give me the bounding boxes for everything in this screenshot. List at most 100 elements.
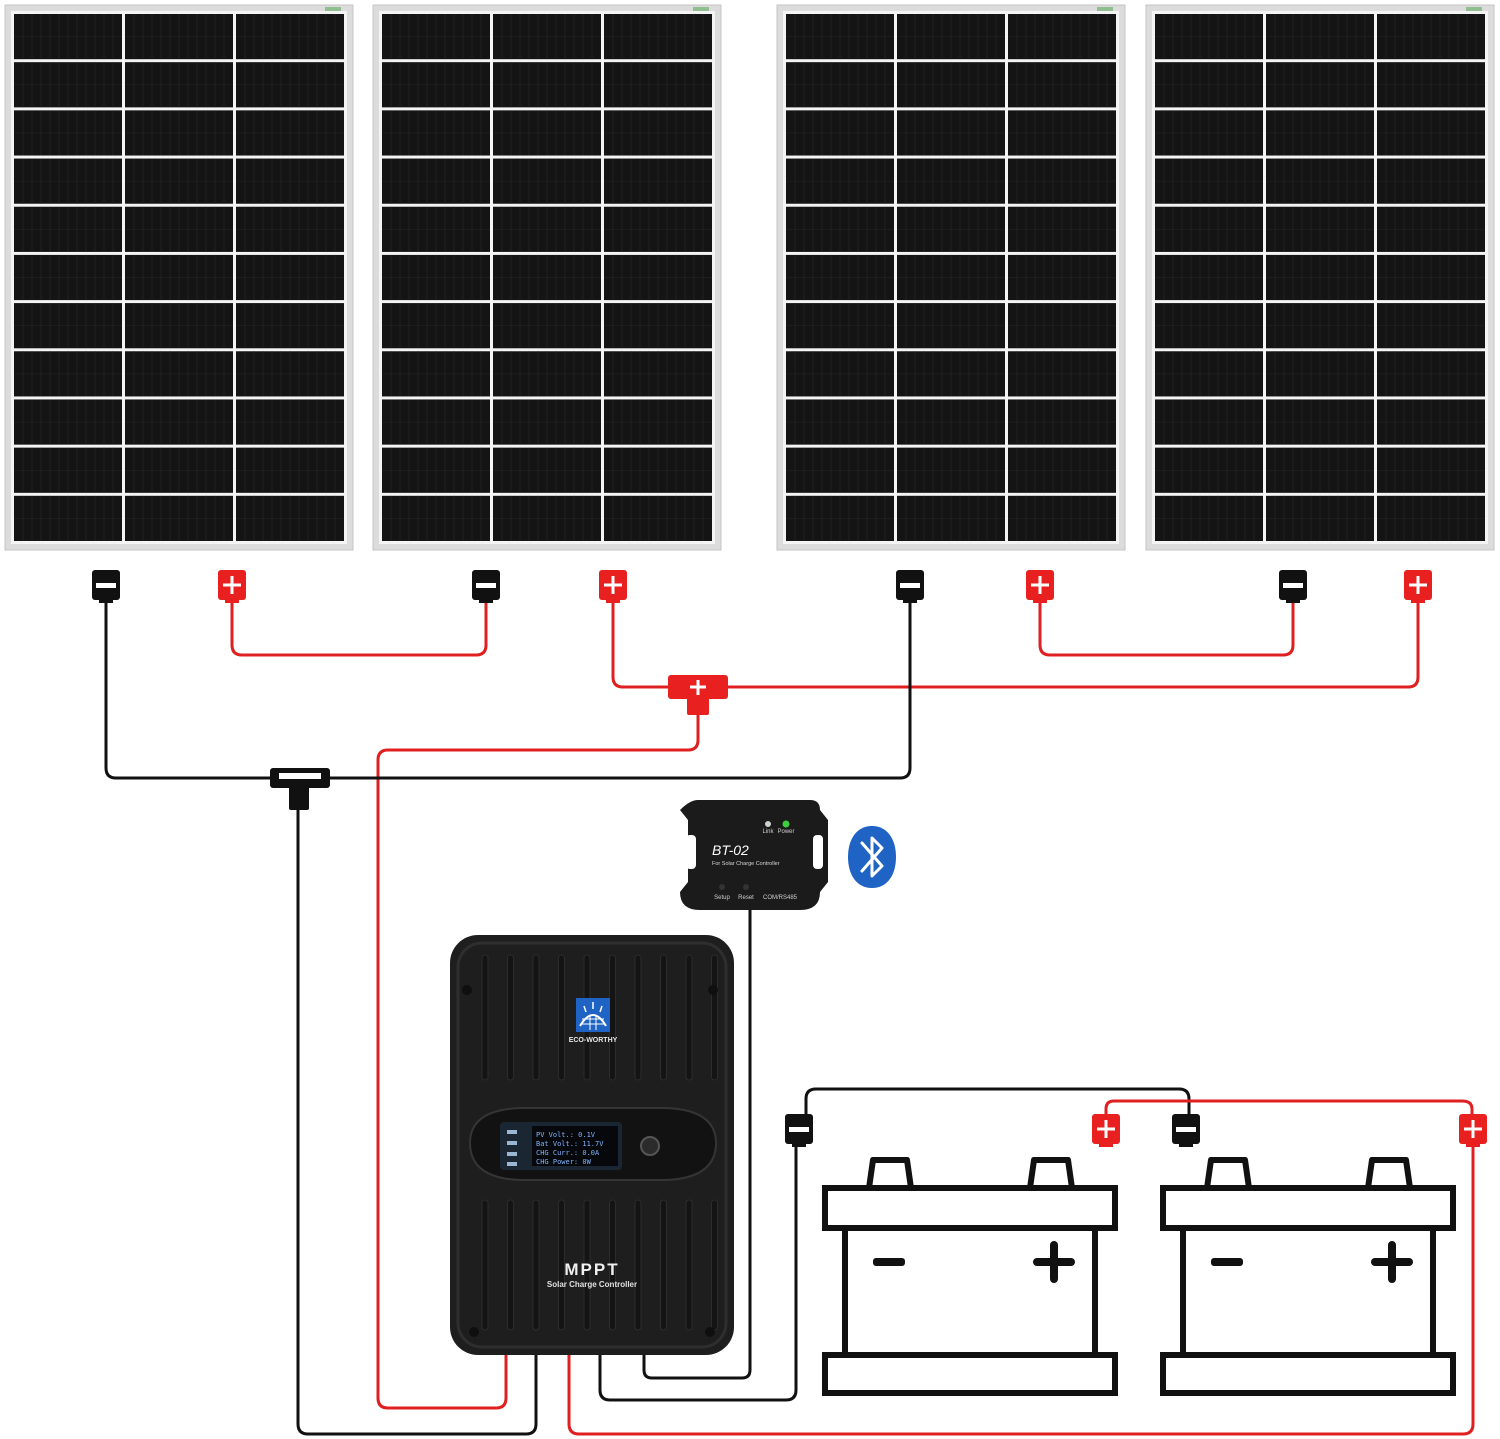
solar-cell — [786, 495, 894, 541]
solar-cell — [897, 351, 1005, 397]
negative-mc4-connector — [785, 1114, 813, 1147]
solar-panel-array — [4, 4, 1495, 551]
solar-cell — [897, 62, 1005, 108]
solar-cell — [125, 14, 233, 60]
eco-worthy-logo: ECO-WORTHY — [569, 998, 618, 1044]
solar-cell — [493, 254, 601, 301]
solar-cell — [1266, 303, 1374, 349]
solar-cell — [1377, 399, 1485, 445]
solar-cell — [1008, 351, 1116, 397]
solar-cell — [1008, 62, 1116, 108]
solar-cell — [1266, 110, 1374, 156]
solar-cell — [604, 206, 712, 252]
power-indicator-label: Power — [777, 829, 794, 835]
solar-cell — [382, 303, 490, 349]
solar-cell — [897, 495, 1005, 541]
solar-cell — [493, 110, 601, 156]
solar-cell — [1377, 206, 1485, 252]
solar-cell — [236, 206, 344, 252]
positive-mc4-connector — [218, 570, 246, 603]
wiring — [104, 598, 1475, 1436]
solar-cell — [14, 110, 122, 156]
display-line-chg-power: CHG Power: 0W — [536, 1158, 592, 1166]
battery — [1160, 1157, 1456, 1396]
solar-cell — [1377, 62, 1485, 108]
solar-cell — [1155, 303, 1263, 349]
solar-cell — [493, 206, 601, 252]
solar-panel — [372, 4, 722, 551]
solar-cell — [382, 495, 490, 541]
battery-positive-symbol — [1371, 1241, 1413, 1283]
solar-cell — [604, 14, 712, 60]
power-led — [782, 820, 790, 828]
bluetooth-cable — [642, 903, 752, 1380]
solar-cell — [125, 158, 233, 204]
battery-positive-symbol — [1033, 1241, 1075, 1283]
solar-cell — [786, 62, 894, 108]
positive-wire-panel2 — [611, 598, 672, 689]
solar-panel — [776, 4, 1126, 551]
solar-cell — [604, 254, 712, 301]
solar-cell — [236, 110, 344, 156]
solar-cell — [786, 399, 894, 445]
solar-cell — [1266, 254, 1374, 301]
solar-cell — [1008, 399, 1116, 445]
solar-cell — [1155, 158, 1263, 204]
solar-cell — [14, 351, 122, 397]
negative-wire-to-controller — [296, 806, 538, 1436]
solar-cell — [897, 206, 1005, 252]
battery-negative-wire — [598, 1143, 798, 1402]
solar-cell — [1266, 158, 1374, 204]
solar-cell — [1155, 254, 1263, 301]
com-port-label: COM/RS485 — [763, 895, 798, 901]
link-led — [765, 821, 771, 827]
solar-cell — [382, 399, 490, 445]
solar-cell — [786, 351, 894, 397]
solar-cell — [786, 158, 894, 204]
solar-cell — [1155, 399, 1263, 445]
solar-cell — [493, 399, 601, 445]
positive-mc4-connector — [1404, 570, 1432, 603]
mount-slot-left — [686, 835, 696, 869]
positive-branch-connector — [668, 675, 728, 715]
solar-cell — [1377, 158, 1485, 204]
solar-cell — [1266, 206, 1374, 252]
solar-cell — [382, 254, 490, 301]
battery-negative-symbol — [873, 1258, 905, 1266]
positive-mc4-connector — [1092, 1114, 1120, 1147]
solar-cell — [604, 62, 712, 108]
solar-cell — [604, 351, 712, 397]
battery-parallel-positive — [1104, 1099, 1474, 1117]
controller-type-label: MPPT — [564, 1260, 619, 1279]
battery-bank — [822, 1157, 1456, 1396]
solar-cell — [786, 447, 894, 493]
controller-display: PV Volt.: 0.1V Bat Volt.: 11.7V CHG Curr… — [468, 1107, 718, 1181]
solar-cell — [1266, 14, 1374, 60]
solar-cell — [1266, 399, 1374, 445]
solar-cell — [604, 495, 712, 541]
solar-cell — [14, 447, 122, 493]
solar-cell — [236, 351, 344, 397]
solar-cell — [1008, 495, 1116, 541]
solar-cell — [236, 158, 344, 204]
controller-button[interactable] — [640, 1136, 660, 1156]
solar-cell — [493, 495, 601, 541]
solar-cell — [604, 158, 712, 204]
solar-cell — [382, 62, 490, 108]
negative-mc4-connector — [472, 570, 500, 603]
display-line-pv-volt: PV Volt.: 0.1V — [536, 1131, 596, 1139]
bluetooth-icon — [848, 826, 896, 888]
solar-cell — [1155, 62, 1263, 108]
mount-slot-right — [813, 835, 823, 869]
panel-connectors — [92, 570, 1432, 603]
series-wire-right-pair — [1038, 598, 1295, 657]
solar-cell — [786, 206, 894, 252]
solar-cell — [1008, 303, 1116, 349]
solar-cell — [236, 254, 344, 301]
solar-cell — [1008, 158, 1116, 204]
bt-subtitle: For Solar Charge Controller — [712, 861, 780, 867]
bluetooth-module: Link Power BT-02 For Solar Charge Contro… — [680, 800, 828, 910]
positive-mc4-connector — [1026, 570, 1054, 603]
solar-cell — [1155, 351, 1263, 397]
solar-cell — [604, 447, 712, 493]
